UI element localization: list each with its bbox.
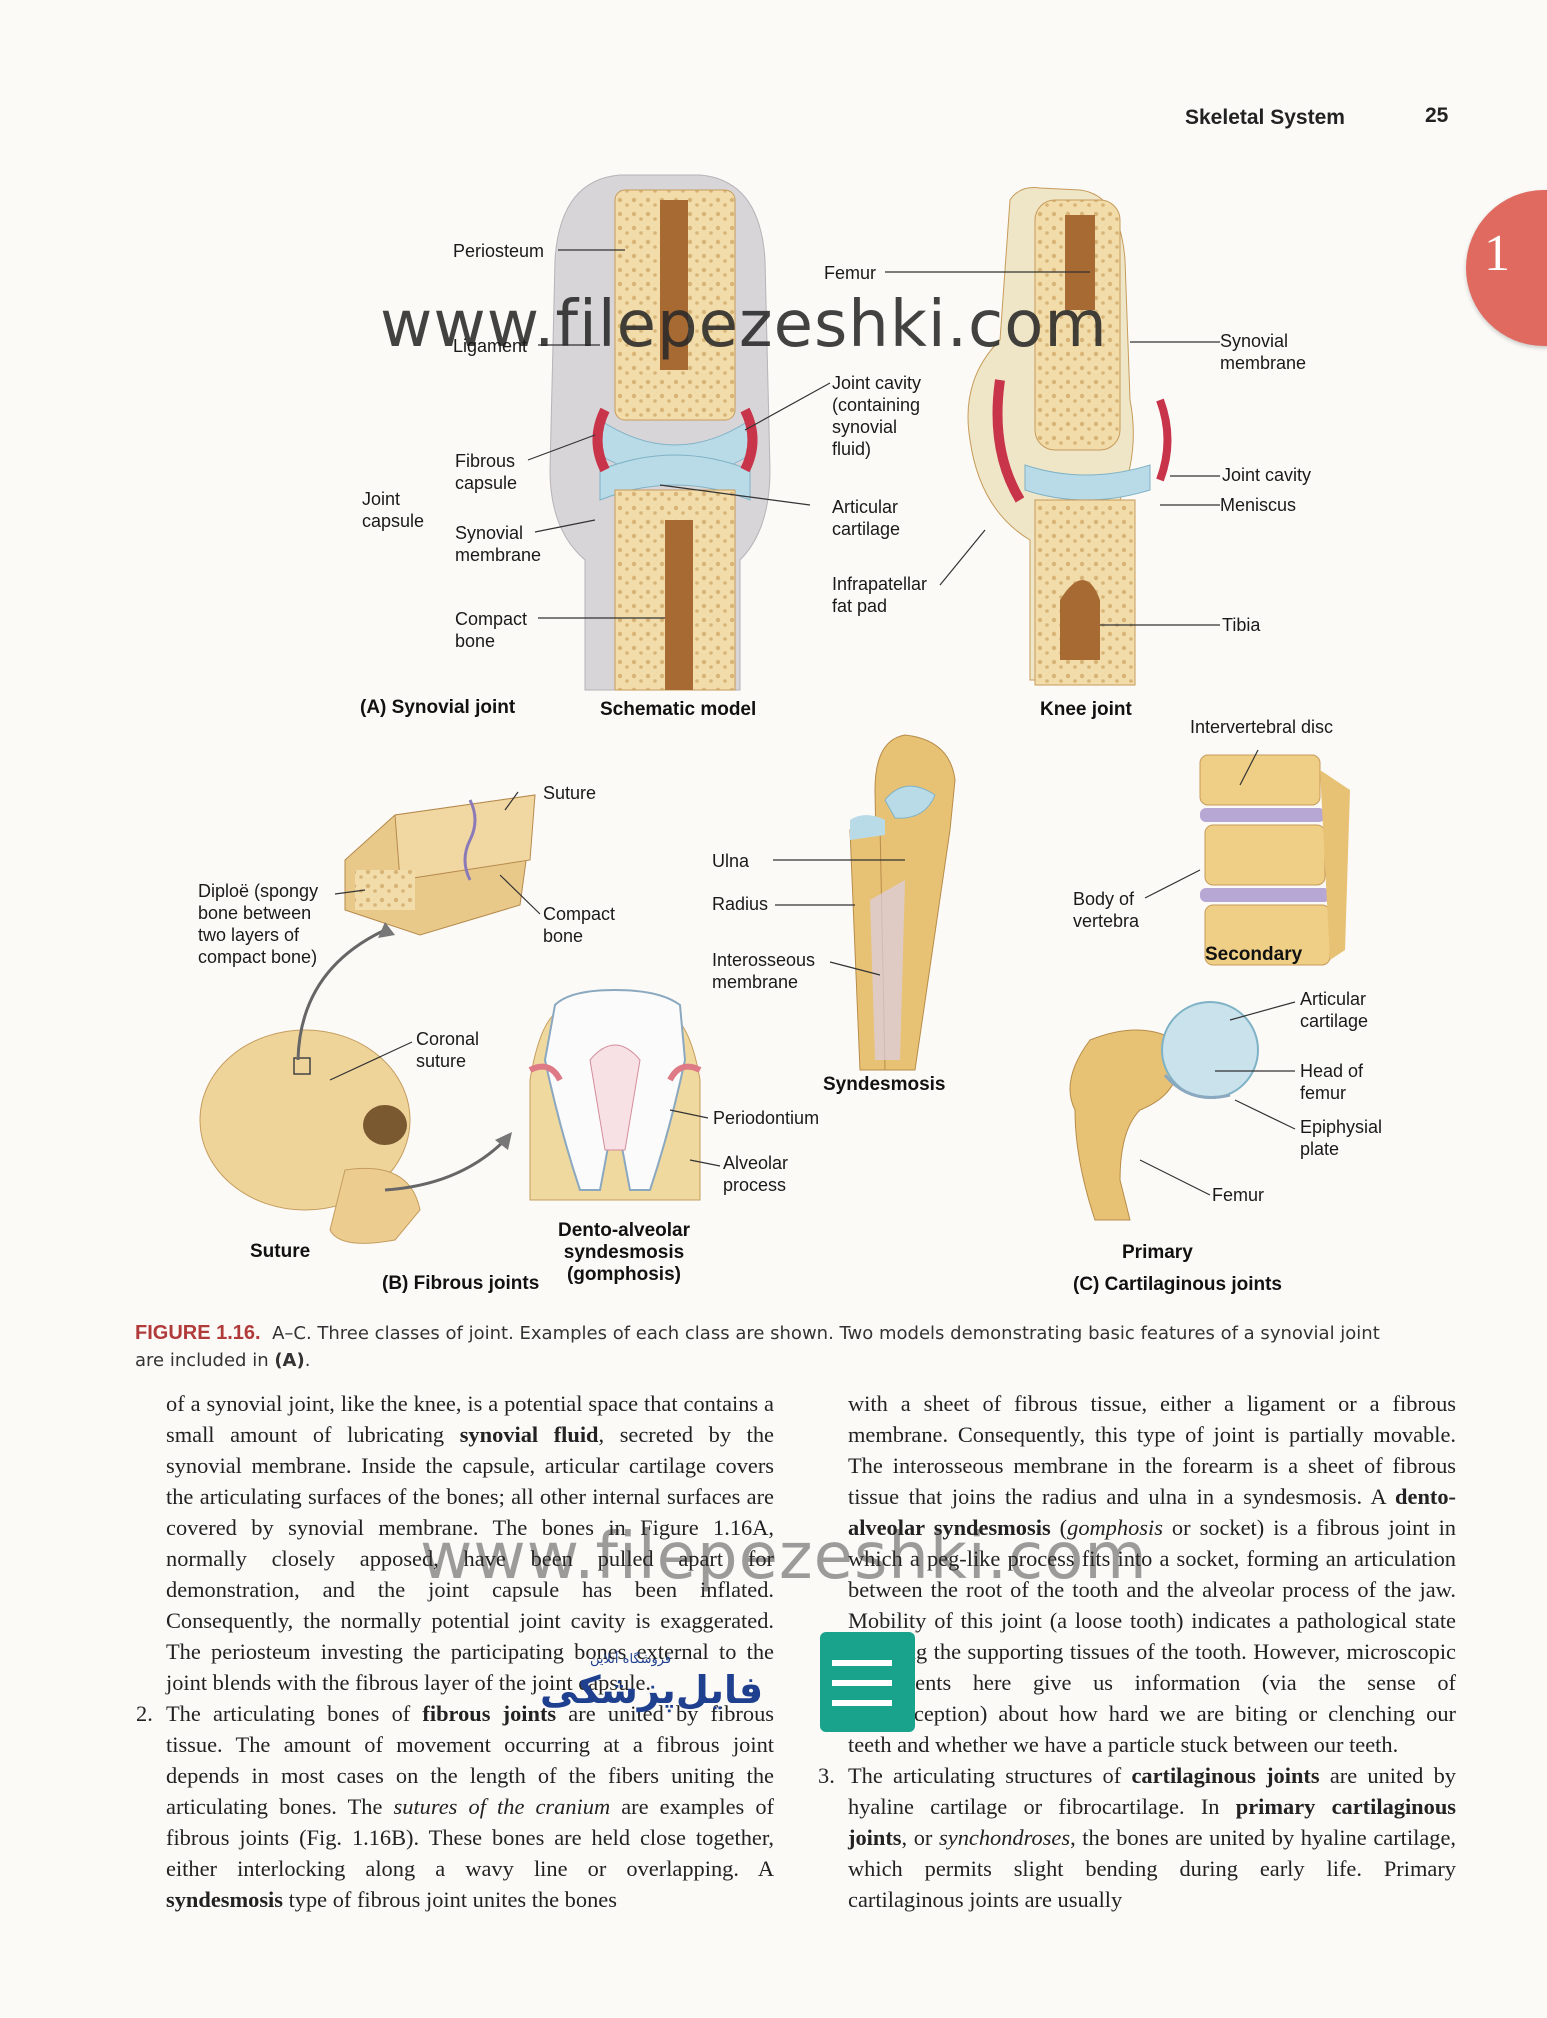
label-compact-bone-a: Compact bone — [455, 609, 528, 651]
watermark-logo-icon — [820, 1632, 915, 1732]
vertebrae-illustration — [1199, 754, 1350, 966]
caption-dento-alveolar: Dento-alveolar syndesmosis (gomphosis) — [558, 1220, 690, 1285]
caption-cartilaginous-joints: (C) Cartilaginous joints — [1073, 1274, 1282, 1295]
caption-knee-joint: Knee joint — [1040, 699, 1132, 720]
figure-caption-text: A–C. Three classes of joint. Examples of… — [135, 1323, 1380, 1371]
label-femur-top: Femur — [824, 263, 877, 283]
paragraph: of a synovial joint, like the knee, is a… — [166, 1391, 774, 1695]
label-epiphysial-plate: Epiphysial plate — [1300, 1117, 1383, 1159]
watermark-logo-subtext: فروشگاه آنلاین — [590, 1652, 672, 1667]
schematic-joint-illustration — [549, 174, 771, 691]
label-head-of-femur: Head of femur — [1300, 1061, 1364, 1103]
caption-fibrous-joints: (B) Fibrous joints — [382, 1273, 540, 1294]
chapter-number: 1 — [1484, 225, 1510, 282]
caption-synovial-joint: (A) Synovial joint — [360, 697, 516, 718]
figure-caption-end: . — [304, 1350, 311, 1371]
label-alveolar-process: Alveolar process — [723, 1153, 789, 1195]
label-articular-cartilage-c: Articular cartilage — [1300, 989, 1369, 1031]
label-body-of-vertebra: Body of vertebra — [1073, 889, 1140, 931]
label-compact-bone-b: Compact bone — [543, 904, 616, 946]
caption-syndesmosis: Syndesmosis — [823, 1074, 946, 1095]
caption-primary: Primary — [1122, 1242, 1193, 1263]
label-ligament: Ligament — [453, 336, 528, 356]
label-coronal-suture: Coronal suture — [416, 1029, 480, 1071]
watermark-url-bottom: www.filepezeshki.com — [420, 1520, 1148, 1594]
figure-caption: FIGURE 1.16. A–C. Three classes of joint… — [135, 1320, 1410, 1374]
label-radius: Radius — [712, 894, 769, 914]
label-meniscus: Meniscus — [1220, 495, 1297, 515]
paragraph: with a sheet of fibrous tissue, either a… — [848, 1391, 1456, 1757]
skull-illustration — [199, 1029, 421, 1244]
label-periosteum: Periosteum — [453, 241, 545, 261]
label-fibrous-capsule: Fibrous capsule — [455, 451, 518, 493]
label-interosseous-membrane: Interosseous membrane — [712, 950, 816, 992]
label-femur-c: Femur — [1212, 1185, 1265, 1205]
numbered-paragraph-3: 3.The articulating structures of cartila… — [818, 1763, 1456, 1912]
leader-lines — [329, 249, 1296, 1196]
label-joint-cavity-k: Joint cavity — [1222, 465, 1312, 485]
knee-joint-illustration — [967, 187, 1172, 686]
watermark-url: www.filepezeshki.com — [380, 288, 1108, 362]
right-text-column: with a sheet of fibrous tissue, either a… — [818, 1388, 1456, 1915]
femur-head-illustration — [1069, 1001, 1259, 1221]
figure-number: FIGURE 1.16. — [135, 1322, 261, 1344]
label-intervertebral-disc: Intervertebral disc — [1190, 717, 1334, 737]
label-periodontium: Periodontium — [713, 1108, 820, 1128]
caption-suture: Suture — [250, 1241, 311, 1262]
cranial-bone-block-illustration — [344, 794, 536, 936]
label-joint-capsule: Joint capsule — [362, 489, 425, 531]
page-number: 25 — [1425, 104, 1449, 127]
forearm-illustration — [849, 734, 956, 1071]
label-joint-cavity-fluid: Joint cavity (containing synovial fluid) — [832, 373, 922, 459]
label-diploe: Diploë (spongy bone between two layers o… — [198, 881, 319, 967]
caption-schematic-model: Schematic model — [600, 699, 757, 720]
tooth-illustration — [528, 988, 702, 1201]
label-articular-cartilage-a: Articular cartilage — [832, 497, 901, 539]
figure-caption-bold: (A) — [274, 1350, 305, 1371]
figure-illustrations — [199, 174, 1350, 1244]
caption-secondary: Secondary — [1205, 944, 1303, 965]
watermark-logo-text: فایل‌پزشکی — [540, 1668, 764, 1712]
label-ulna: Ulna — [712, 851, 750, 871]
left-text-column: of a synovial joint, like the knee, is a… — [136, 1388, 774, 1915]
label-tibia: Tibia — [1222, 615, 1261, 635]
label-suture-top: Suture — [543, 783, 597, 803]
label-synovial-membrane-a: Synovial membrane — [455, 523, 542, 565]
numbered-paragraph-2: 2.The articulating bones of fibrous join… — [136, 1701, 774, 1912]
label-synovial-membrane-k: Synovial membrane — [1220, 331, 1307, 373]
label-infrapatellar-fat-pad: Infrapatellar fat pad — [832, 574, 928, 616]
running-header-section: Skeletal System — [1185, 106, 1345, 129]
